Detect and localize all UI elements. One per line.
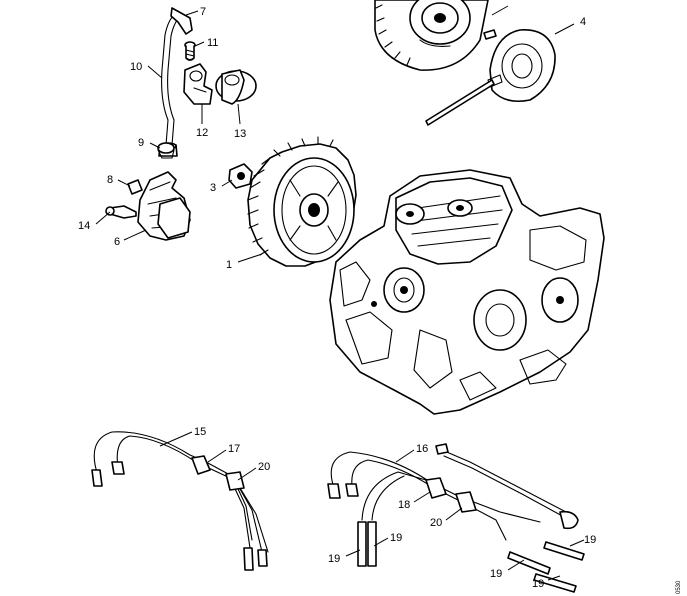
callout-20-left: 20	[258, 461, 270, 473]
part-4-cover-with-rod	[425, 5, 575, 126]
drawing-code: 0530	[676, 580, 682, 594]
callout-8: 8	[107, 174, 113, 186]
part-3-nut	[228, 163, 253, 189]
callout-16: 16	[416, 443, 428, 455]
leader-lines	[95, 10, 585, 581]
part-9-fitting	[157, 142, 175, 159]
engine-crankcase	[329, 169, 605, 415]
callout-15: 15	[194, 426, 206, 438]
callout-13: 13	[234, 128, 246, 140]
callout-labels: 7 4 11 10 12 13 9 3 8 14 6 1 15 17 20 16…	[78, 6, 596, 590]
callout-14: 14	[78, 220, 90, 232]
callout-19-e: 19	[584, 534, 596, 546]
callout-10: 10	[130, 61, 142, 73]
callout-6: 6	[114, 236, 120, 248]
callout-19-a: 19	[328, 553, 340, 565]
callout-19-d: 19	[532, 578, 544, 590]
callout-7: 7	[200, 6, 206, 18]
part-11-screw	[184, 41, 196, 61]
callout-3: 3	[210, 182, 216, 194]
part-12-connector	[183, 63, 213, 105]
callout-17: 17	[228, 443, 240, 455]
part-6-ignition-module	[105, 171, 191, 241]
callout-18: 18	[398, 499, 410, 511]
part-1-flywheel	[247, 136, 357, 267]
callout-12: 12	[196, 127, 208, 139]
callout-4: 4	[580, 16, 586, 28]
part-13-cap	[215, 69, 257, 105]
flywheel-top	[374, 0, 489, 71]
callout-19-b: 19	[390, 532, 402, 544]
callout-9: 9	[138, 137, 144, 149]
callout-19-c: 19	[490, 568, 502, 580]
cable-assembly-right	[327, 443, 585, 593]
callout-1: 1	[226, 259, 232, 271]
cable-assembly-left	[91, 431, 269, 571]
callout-20-right: 20	[430, 517, 442, 529]
callout-11: 11	[207, 37, 218, 49]
